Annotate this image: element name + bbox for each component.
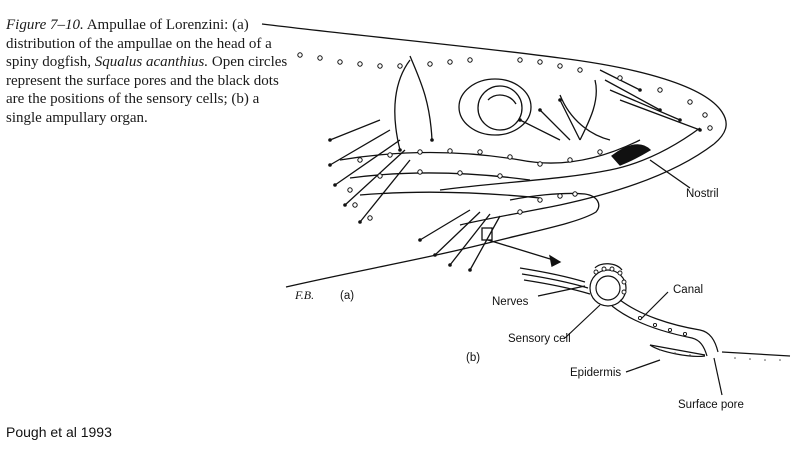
body-outline xyxy=(285,193,600,288)
eye xyxy=(458,78,532,136)
label-canal: Canal xyxy=(673,284,704,296)
figure-caption: Figure 7–10. Ampullae of Lorenzini: (a) … xyxy=(6,16,296,127)
ampullary-organ-detail xyxy=(519,263,791,396)
figure-number: Figure 7–10. xyxy=(6,17,84,33)
label-panel-b: (b) xyxy=(466,352,481,364)
label-panel-a: (a) xyxy=(340,290,355,302)
label-nostril: Nostril xyxy=(686,188,719,200)
label-surface-pore: Surface pore xyxy=(678,399,744,411)
nostril-shape xyxy=(611,144,652,166)
label-epidermis: Epidermis xyxy=(570,367,622,379)
caption-text-part-1: Ampullae of Lorenzini: (a) distribution … xyxy=(6,17,272,70)
source-credit: Pough et al 1993 xyxy=(6,424,112,440)
species-name: Squalus acanthius. xyxy=(94,54,209,70)
artist-initials: F.B. xyxy=(295,288,315,302)
caption-text-part-2: Open circles represent the surface pores… xyxy=(6,54,288,126)
label-sensory-cell: Sensory cell xyxy=(508,333,571,345)
epidermis-stipple xyxy=(659,349,781,361)
head-outline-top xyxy=(261,23,727,145)
label-nerves: Nerves xyxy=(492,296,529,308)
